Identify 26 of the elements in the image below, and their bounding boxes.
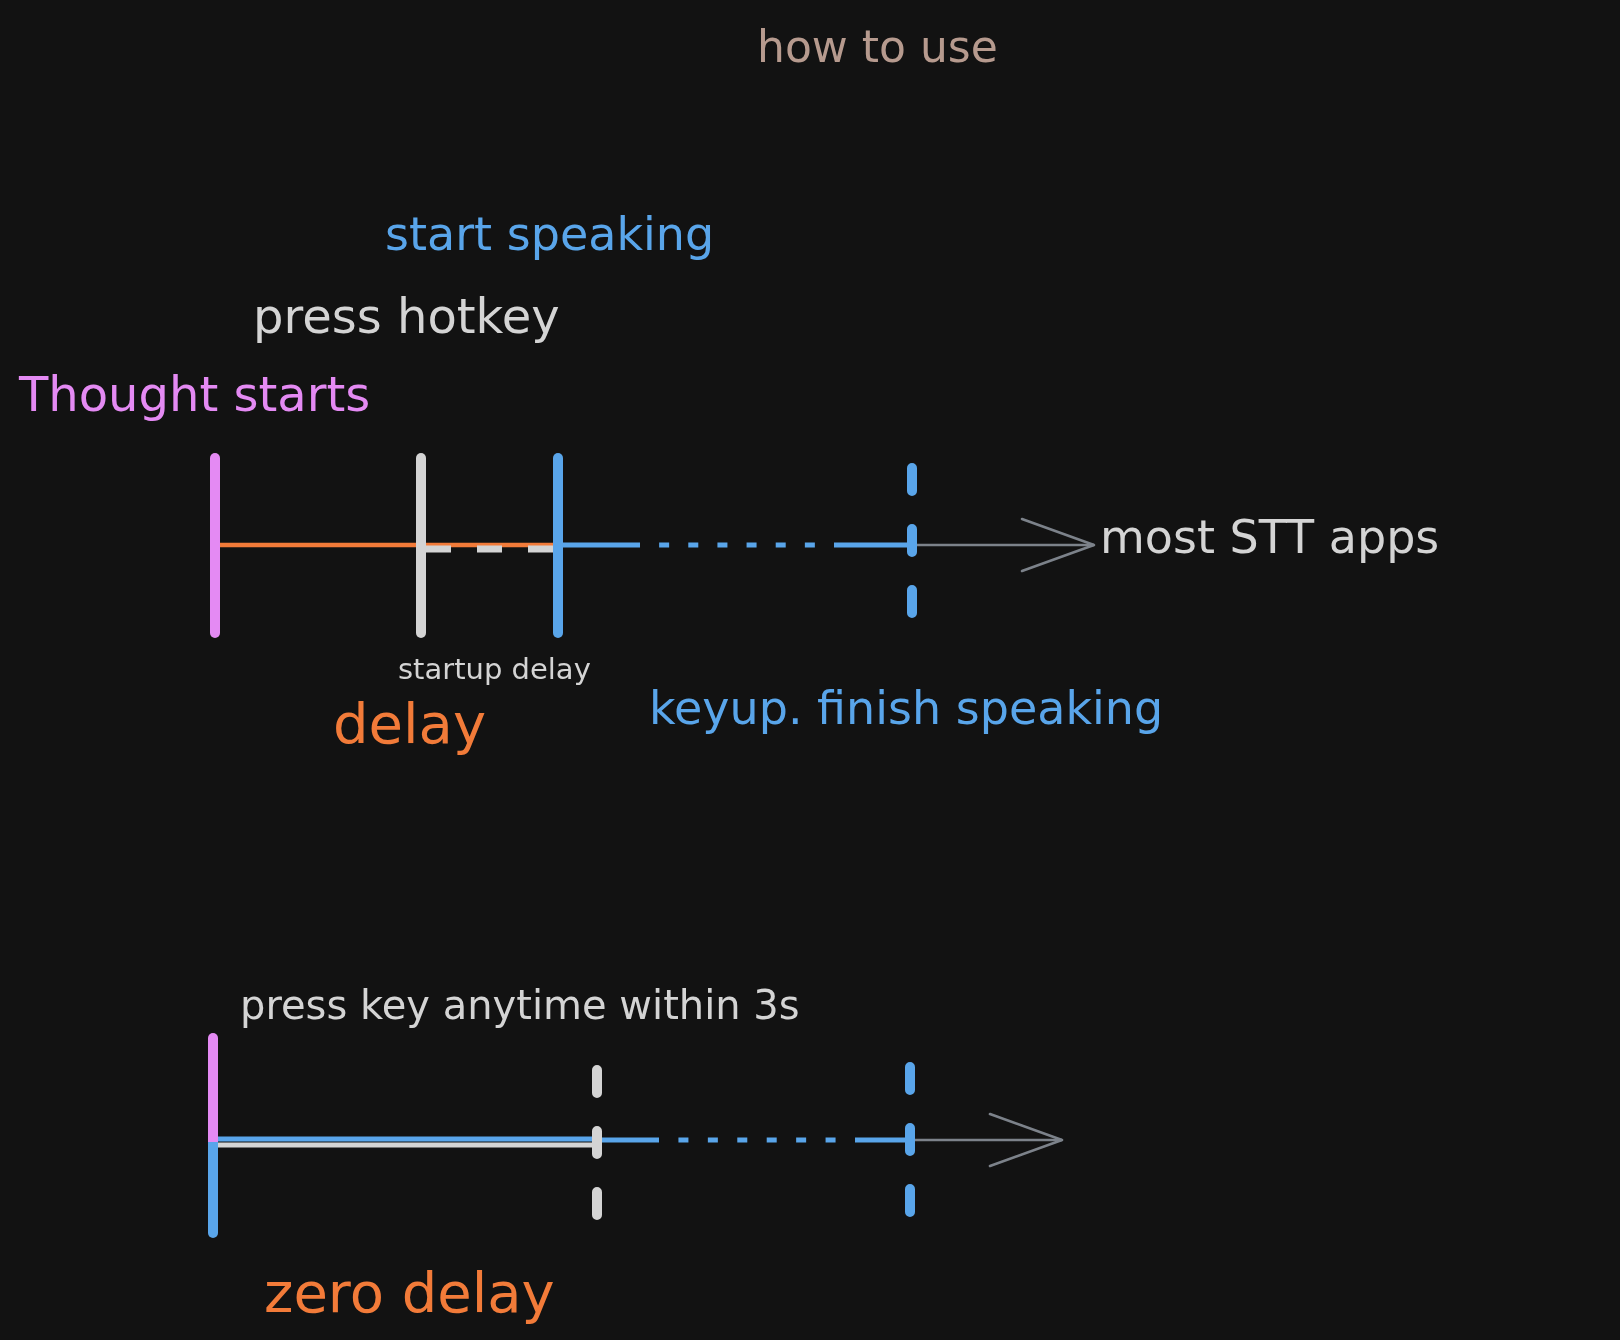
dashed-timeline-marker <box>905 1062 915 1217</box>
timeline-marker <box>553 453 563 638</box>
duration-label: zero delay <box>264 1259 555 1327</box>
event-label: press hotkey <box>253 288 560 346</box>
duration-label: delay <box>333 690 486 758</box>
timeline-segment <box>220 542 416 548</box>
timeline-marker <box>416 453 426 638</box>
timeline-segment <box>218 1136 592 1142</box>
event-label: start speaking <box>385 207 715 263</box>
event-label: keyup. finish speaking <box>649 681 1164 737</box>
timeline-segment <box>602 1137 905 1143</box>
dashed-timeline-marker <box>907 463 917 618</box>
annotation: press key anytime within 3s <box>240 981 800 1029</box>
arrow <box>915 1112 1064 1168</box>
endpoint-label: most STT apps <box>1100 510 1440 566</box>
timeline-segment <box>426 542 553 548</box>
event-label: Thought starts <box>19 366 371 424</box>
timeline-segment <box>563 542 907 548</box>
timeline-marker <box>210 453 220 638</box>
diagram-title: how to use <box>757 21 998 74</box>
timeline-segment <box>426 545 553 553</box>
dashed-timeline-marker <box>592 1065 602 1220</box>
arrow <box>917 517 1096 573</box>
timeline-segment <box>218 1142 592 1148</box>
duration-label: startup delay <box>398 652 591 687</box>
timeline-marker <box>208 1033 218 1238</box>
